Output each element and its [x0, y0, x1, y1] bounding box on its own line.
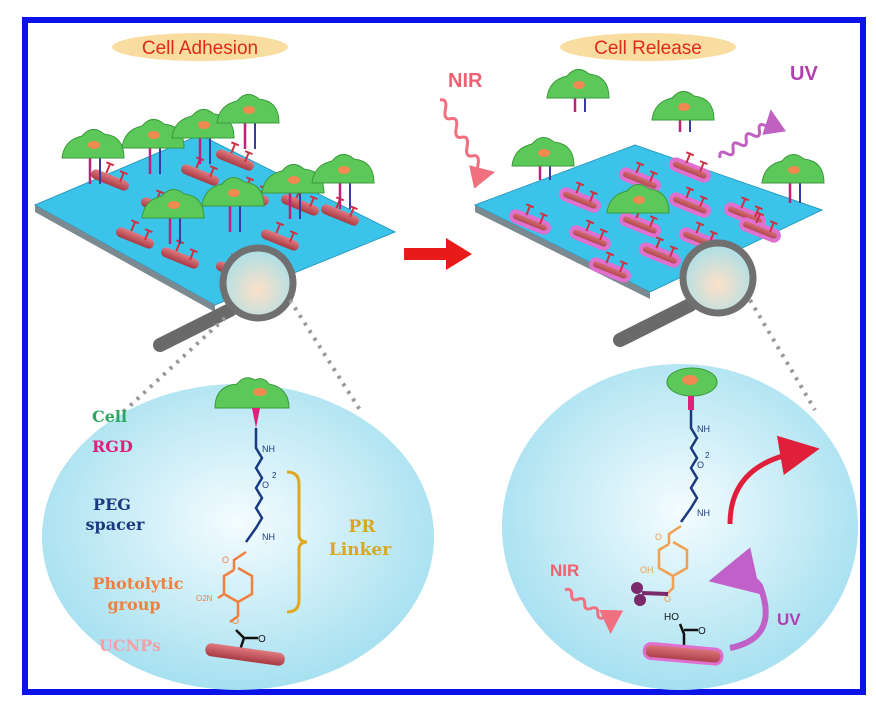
label-pr: PR [349, 517, 377, 537]
chem-nh: NH [262, 444, 275, 454]
label-linker: Linker [329, 540, 392, 560]
label-photolytic: Photolytic [93, 574, 184, 593]
label-cell: Cell [92, 407, 127, 426]
wave-arrow-icon [564, 587, 624, 635]
ucnp-rod [116, 219, 154, 249]
chem-carbonyl: O [222, 555, 229, 565]
molecule-right: NH O 2 NH O OH O HO O [640, 367, 724, 666]
cell-icon [311, 154, 375, 209]
linker-brace [286, 470, 308, 614]
curved-arrow-icon [727, 435, 820, 525]
chem-acid-o: O [698, 626, 706, 637]
cells-right [511, 69, 825, 214]
cell-icon [141, 189, 205, 244]
scissors-icon [631, 582, 669, 606]
molecule-left: NH O 2 NH O O2N O O [196, 377, 290, 666]
chem-nitro: O2N [196, 594, 213, 603]
nir-label-detail: NIR [550, 561, 579, 580]
zoom-line [288, 298, 362, 412]
substrate-left [33, 134, 397, 306]
chem-n: 2 [272, 471, 277, 480]
cell-release-title: Cell Release [560, 33, 736, 61]
cell-icon [606, 184, 670, 214]
ucnp-rod [261, 221, 299, 251]
cell-icon [216, 94, 280, 149]
chem-o: O [262, 480, 269, 490]
uv-curved-arrow-icon [708, 547, 769, 651]
legend-left: Cell RGD PEG spacer Photolytic group UCN… [86, 407, 393, 655]
chem-o: O [697, 460, 704, 470]
ucnp-rod [216, 141, 254, 171]
label-rgd: RGD [92, 437, 133, 456]
chem-ester-o: O [232, 616, 239, 626]
zoom-line [748, 298, 817, 412]
chem-aldehyde: O [664, 594, 671, 604]
label-peg: PEG [93, 495, 131, 514]
ucnp-rod [669, 151, 711, 183]
label-spacer: spacer [86, 515, 145, 534]
svg-text:Cell Adhesion: Cell Adhesion [142, 38, 258, 59]
chem-hydroxy: OH [640, 565, 654, 575]
ucnp-rod [569, 219, 611, 251]
cell-icon [651, 91, 715, 132]
wave-arrow-icon [718, 109, 787, 159]
ucnp-rod [559, 181, 601, 213]
ucnp-rod [639, 236, 681, 268]
detail-bubble-left [42, 384, 434, 690]
uv-label-top: UV [790, 63, 818, 85]
cells-left [61, 94, 375, 244]
substrate-left-edge [35, 205, 215, 312]
label-group: group [107, 595, 160, 614]
zoom-line [118, 316, 227, 417]
chem-nh2: NH [262, 532, 275, 542]
arrow-right-icon [404, 238, 472, 270]
cell-icon [511, 137, 575, 180]
cell-icon [761, 154, 825, 203]
chem-nh2: NH [697, 508, 710, 518]
chem-acid-ho: HO [664, 612, 679, 623]
label-ucnps: UCNPs [99, 636, 161, 655]
chem-n: 2 [705, 451, 710, 460]
chem-nh: NH [697, 424, 710, 434]
ucnp-rod [739, 211, 781, 243]
chem-carbonyl: O [655, 532, 662, 542]
chem-ester-co: O [258, 634, 266, 645]
uv-label-detail: UV [777, 610, 801, 629]
wave-arrow-icon [439, 98, 496, 189]
cell-icon [61, 129, 125, 184]
cell-adhesion-title: Cell Adhesion [112, 33, 288, 61]
ucnp-rod [669, 186, 711, 218]
svg-text:Cell Release: Cell Release [594, 38, 702, 59]
ucnp-rod [509, 203, 551, 235]
magnifier-icon-left [153, 244, 297, 352]
magnifier-icon-right [613, 239, 757, 347]
cell-icon [546, 69, 610, 112]
ucnp-rod [589, 251, 631, 283]
nir-label-top: NIR [448, 70, 483, 92]
cell-icon [201, 177, 265, 232]
